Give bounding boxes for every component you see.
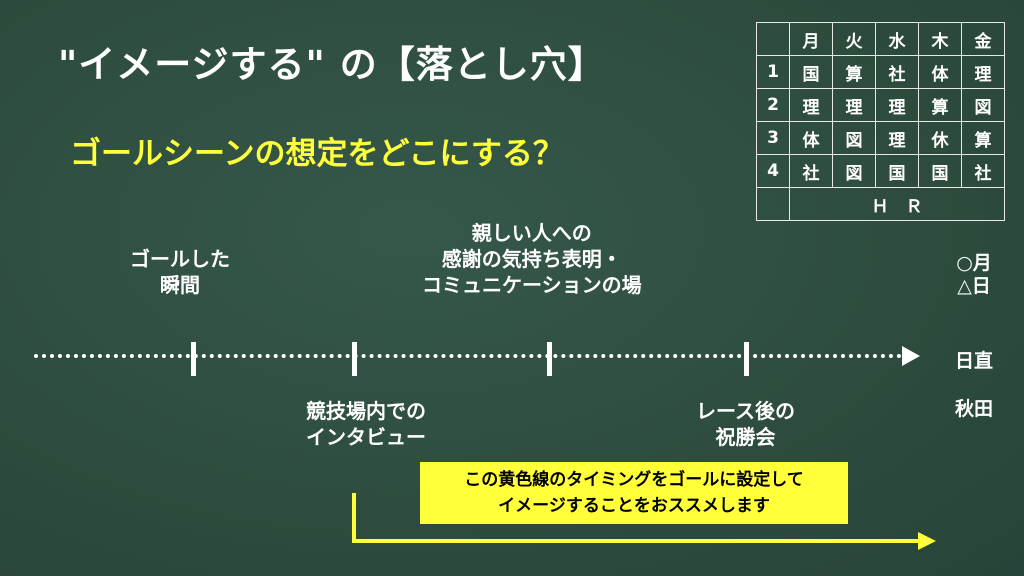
schedule-day-header: 木 — [918, 22, 962, 56]
timeline-label-goal-moment: ゴールした 瞬間 — [130, 247, 230, 297]
schedule-day-header: 月 — [789, 22, 833, 56]
page-title: "イメージする" の【落とし穴】 — [58, 43, 606, 86]
timeline-label-gratitude: 親しい人への 感謝の気持ち表明・ コミュニケーションの場 — [422, 221, 642, 297]
timeline-tick — [191, 342, 196, 376]
schedule-period-cell: 3 — [756, 121, 790, 155]
schedule-cell: 理 — [832, 88, 876, 122]
blackboard-duty-label: 日直 — [954, 350, 993, 372]
schedule-cell: 国 — [789, 55, 833, 89]
schedule-day-header: 水 — [875, 22, 919, 56]
recommendation-note: この黄色線のタイミングをゴールに設定して イメージすることをおススメします — [420, 462, 848, 524]
schedule-cell: 算 — [832, 55, 876, 89]
schedule-row: 3 体 図 理 休 算 — [756, 121, 1005, 155]
schedule-row: 1 国 算 社 体 理 — [756, 55, 1005, 89]
schedule-day-header: 金 — [961, 22, 1005, 56]
timeline-tick — [352, 342, 357, 376]
schedule-cell: 理 — [875, 88, 919, 122]
timeline-arrowhead — [902, 346, 920, 366]
schedule-cell: 図 — [961, 88, 1005, 122]
schedule-cell: 体 — [918, 55, 962, 89]
schedule-cell: 社 — [875, 55, 919, 89]
schedule-cell: 社 — [961, 154, 1005, 188]
class-schedule-table: 月 火 水 木 金 1 国 算 社 体 理 2 理 理 理 算 図 3 体 図 … — [756, 22, 1005, 221]
schedule-cell: 理 — [789, 88, 833, 122]
schedule-hr-row: Ｈ Ｒ — [756, 187, 1005, 221]
timeline-label-celebration: レース後の 祝勝会 — [696, 399, 795, 449]
schedule-period-cell: 4 — [756, 154, 790, 188]
schedule-header-row: 月 火 水 木 金 — [756, 22, 1005, 56]
schedule-row: 4 社 図 国 国 社 — [756, 154, 1005, 188]
schedule-corner-cell — [756, 22, 790, 56]
page-subtitle: ゴールシーンの想定をどこにする？ — [70, 136, 564, 172]
yellow-arrowhead — [918, 532, 936, 550]
schedule-cell: 理 — [961, 55, 1005, 89]
schedule-period-cell: 2 — [756, 88, 790, 122]
schedule-cell: 社 — [789, 154, 833, 188]
schedule-row: 2 理 理 理 算 図 — [756, 88, 1005, 122]
schedule-cell: 算 — [918, 88, 962, 122]
schedule-hr-cell: Ｈ Ｒ — [789, 187, 1005, 221]
blackboard-duty-name: 秋田 — [954, 398, 993, 420]
timeline-dotted-line — [34, 354, 902, 358]
timeline-tick — [547, 342, 552, 376]
schedule-day-header: 火 — [832, 22, 876, 56]
yellow-bracket-horizontal — [352, 539, 920, 543]
schedule-cell: 体 — [789, 121, 833, 155]
yellow-bracket-vertical — [352, 493, 356, 543]
schedule-cell: 国 — [875, 154, 919, 188]
schedule-period-cell — [756, 187, 790, 221]
timeline-label-interview: 競技場内での インタビュー — [306, 399, 426, 449]
schedule-period-cell: 1 — [756, 55, 790, 89]
blackboard-date: ○月 △日 — [956, 252, 992, 297]
schedule-cell: 図 — [832, 121, 876, 155]
schedule-cell: 図 — [832, 154, 876, 188]
schedule-cell: 国 — [918, 154, 962, 188]
timeline-tick — [744, 342, 749, 376]
schedule-cell: 算 — [961, 121, 1005, 155]
schedule-cell: 理 — [875, 121, 919, 155]
schedule-cell: 休 — [918, 121, 962, 155]
